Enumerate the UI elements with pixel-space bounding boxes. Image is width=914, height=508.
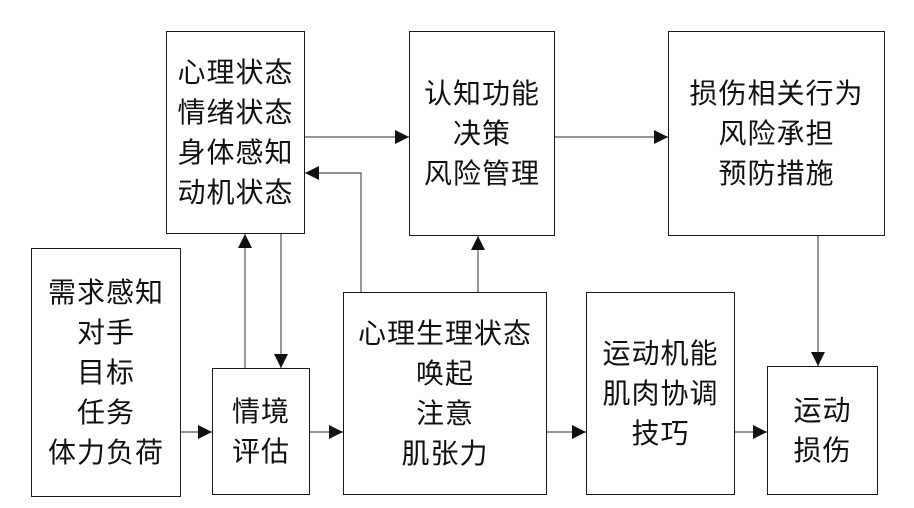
node-sports-injury: 运动损伤 xyxy=(767,366,878,495)
node-psych-state: 心理状态情绪状态身体感知动机状态 xyxy=(166,31,305,234)
node-text-line: 肌肉协调 xyxy=(602,376,719,410)
node-demands: 需求感知对手目标任务体力负荷 xyxy=(31,248,181,497)
node-text-line: 心理生理状态 xyxy=(357,316,532,350)
node-text-line: 损伤 xyxy=(793,433,852,467)
node-motor-function: 运动机能肌肉协调技巧 xyxy=(586,292,735,495)
node-text-line: 认知功能 xyxy=(423,76,540,110)
node-text-line: 注意 xyxy=(415,396,474,430)
node-text-line: 预防措施 xyxy=(718,156,835,190)
node-text-line: 动机状态 xyxy=(177,175,294,209)
node-text-line: 目标 xyxy=(76,355,135,389)
node-text-line: 心理状态 xyxy=(177,55,294,89)
node-text-line: 情境 xyxy=(231,394,290,428)
node-text-line: 需求感知 xyxy=(47,275,164,309)
node-text-line: 运动 xyxy=(793,393,852,427)
node-text-line: 运动机能 xyxy=(602,336,719,370)
node-arousal: 心理生理状态唤起注意肌张力 xyxy=(343,292,547,495)
node-text-line: 任务 xyxy=(76,395,135,429)
node-text-line: 情绪状态 xyxy=(177,95,294,129)
node-cognition: 认知功能决策风险管理 xyxy=(409,31,555,236)
node-text-line: 技巧 xyxy=(631,416,690,450)
node-injury-behavior: 损伤相关行为风险承担预防措施 xyxy=(668,31,885,236)
node-text-line: 体力负荷 xyxy=(47,435,164,469)
node-text-line: 风险管理 xyxy=(423,156,540,190)
node-text-line: 评估 xyxy=(231,434,290,468)
edge-arousal-psych-bidirectional xyxy=(305,166,368,306)
node-text-line: 决策 xyxy=(452,116,511,150)
node-text-line: 唤起 xyxy=(415,356,474,390)
node-appraisal: 情境评估 xyxy=(212,368,310,495)
node-text-line: 损伤相关行为 xyxy=(689,76,864,110)
node-text-line: 肌张力 xyxy=(401,436,489,470)
node-text-line: 身体感知 xyxy=(177,135,294,169)
node-text-line: 对手 xyxy=(76,315,135,349)
node-text-line: 风险承担 xyxy=(718,116,835,150)
